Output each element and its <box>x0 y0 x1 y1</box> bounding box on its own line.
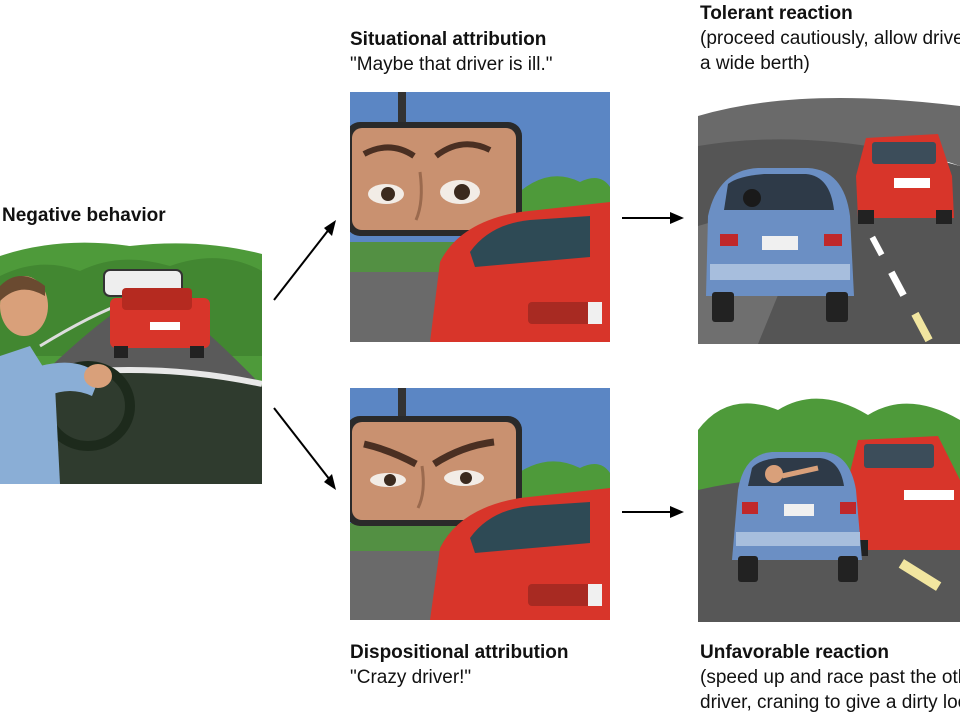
negative-behavior-label: Negative behavior <box>2 205 166 226</box>
negative-behavior-illustration <box>0 236 262 484</box>
arrow-to-situational-icon <box>273 220 336 301</box>
arrow-to-dispositional-icon <box>273 407 336 490</box>
dispositional-attribution-quote: "Crazy driver!" <box>350 667 472 688</box>
arrow-to-tolerant-icon <box>622 212 684 224</box>
tolerant-reaction-line2: a wide berth) <box>700 53 810 74</box>
unfavorable-reaction-title: Unfavorable reaction <box>700 642 889 663</box>
unfavorable-reaction-line1: (speed up and race past the other <box>700 667 960 688</box>
arrow-to-unfavorable-icon <box>622 506 684 518</box>
tolerant-reaction-title: Tolerant reaction <box>700 3 853 24</box>
situational-attribution-title: Situational attribution <box>350 29 547 50</box>
situational-attribution-illustration <box>350 92 610 342</box>
tolerant-reaction-line1: (proceed cautiously, allow driver <box>700 28 960 49</box>
dispositional-attribution-illustration <box>350 388 610 620</box>
situational-attribution-quote: "Maybe that driver is ill." <box>350 54 553 75</box>
tolerant-reaction-illustration <box>698 86 960 344</box>
unfavorable-reaction-illustration <box>698 390 960 622</box>
unfavorable-reaction-line2: driver, craning to give a dirty look) <box>700 692 960 713</box>
dispositional-attribution-title: Dispositional attribution <box>350 642 569 663</box>
